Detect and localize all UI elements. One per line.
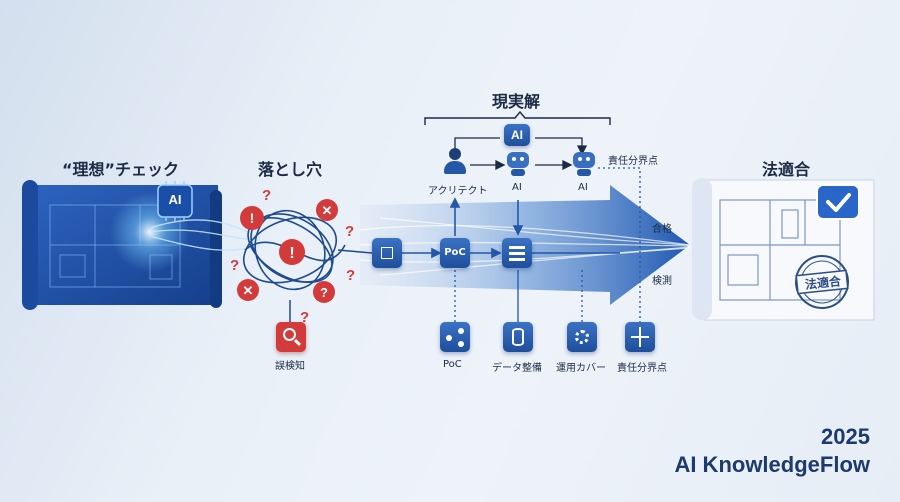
svg-text:?: ? <box>300 309 309 326</box>
stage-realistic-title: 現実解 <box>492 92 541 111</box>
role-architect-label: アクリテクト <box>428 186 488 197</box>
stage-compliant-title: 法適合 <box>762 160 811 179</box>
question-marks: ????? <box>230 187 355 326</box>
ai-chip-icon <box>157 181 193 221</box>
stage-pitfalls-title: 落とし穴 <box>258 160 323 179</box>
alert-icon: ! <box>240 206 264 230</box>
bottom-item-data: データ整備 <box>492 363 542 374</box>
svg-text:?: ? <box>346 267 355 284</box>
split-boundary-icon <box>625 322 655 352</box>
database-icon <box>503 322 533 352</box>
robot-icon <box>504 150 532 176</box>
pass-label: 合格 <box>652 224 672 235</box>
flow-connectors <box>402 197 620 259</box>
misdetection-label: 誤検知 <box>275 361 305 372</box>
role-ai2-label: AI <box>578 182 588 193</box>
poc-box <box>440 238 470 268</box>
ai-hub-label: AI <box>511 128 523 142</box>
misdetection-search-icon <box>276 322 306 352</box>
alert-icon: ! <box>279 239 305 265</box>
svg-text:!: ! <box>250 210 255 226</box>
node-transform-icon <box>372 238 402 268</box>
poc-share-icon <box>440 322 470 352</box>
responsibility-boundary <box>454 167 641 330</box>
responsibility-top-label: 責任分界点 <box>608 156 658 167</box>
svg-text:?: ? <box>320 285 328 300</box>
svg-text:✕: ✕ <box>322 203 333 218</box>
role-ai1-label: AI <box>512 182 522 193</box>
poc-box-label: PoC <box>444 247 466 258</box>
error-x-icon: ✕ <box>316 199 338 221</box>
bottom-item-poc: PoC <box>443 359 462 370</box>
bottom-item-responsibility: 責任分界点 <box>617 363 667 374</box>
ai-hub-icon <box>504 124 530 146</box>
svg-text:?: ? <box>345 223 354 240</box>
bottom-item-ops: 運用カバー <box>556 363 606 374</box>
realistic-bracket <box>424 110 611 125</box>
gear-icon <box>567 322 597 352</box>
compliance-stamp-icon <box>795 255 849 309</box>
blueprint-scroll <box>22 180 261 310</box>
architect-icon <box>443 148 467 174</box>
stage-ideal-title: “理想”チェック <box>62 160 180 179</box>
svg-text:✕: ✕ <box>243 283 254 298</box>
brand-name: AI KnowledgeFlow <box>674 452 870 477</box>
brand-year: 2025 <box>821 424 870 449</box>
svg-text:?: ? <box>262 187 271 204</box>
workflow-icon <box>502 238 532 268</box>
svg-text:?: ? <box>230 257 239 274</box>
ideal-ai-chip-label: AI <box>168 192 182 207</box>
role-connectors <box>454 137 588 171</box>
question-icon: ? <box>313 281 335 303</box>
alert-badges: ! ! ✕ ✕ ? ????? <box>230 187 355 326</box>
svg-text:!: ! <box>289 245 294 262</box>
check-icon <box>816 184 860 220</box>
robot-icon <box>570 150 598 176</box>
detect-label: 検測 <box>652 276 672 287</box>
error-x-icon: ✕ <box>237 279 259 301</box>
